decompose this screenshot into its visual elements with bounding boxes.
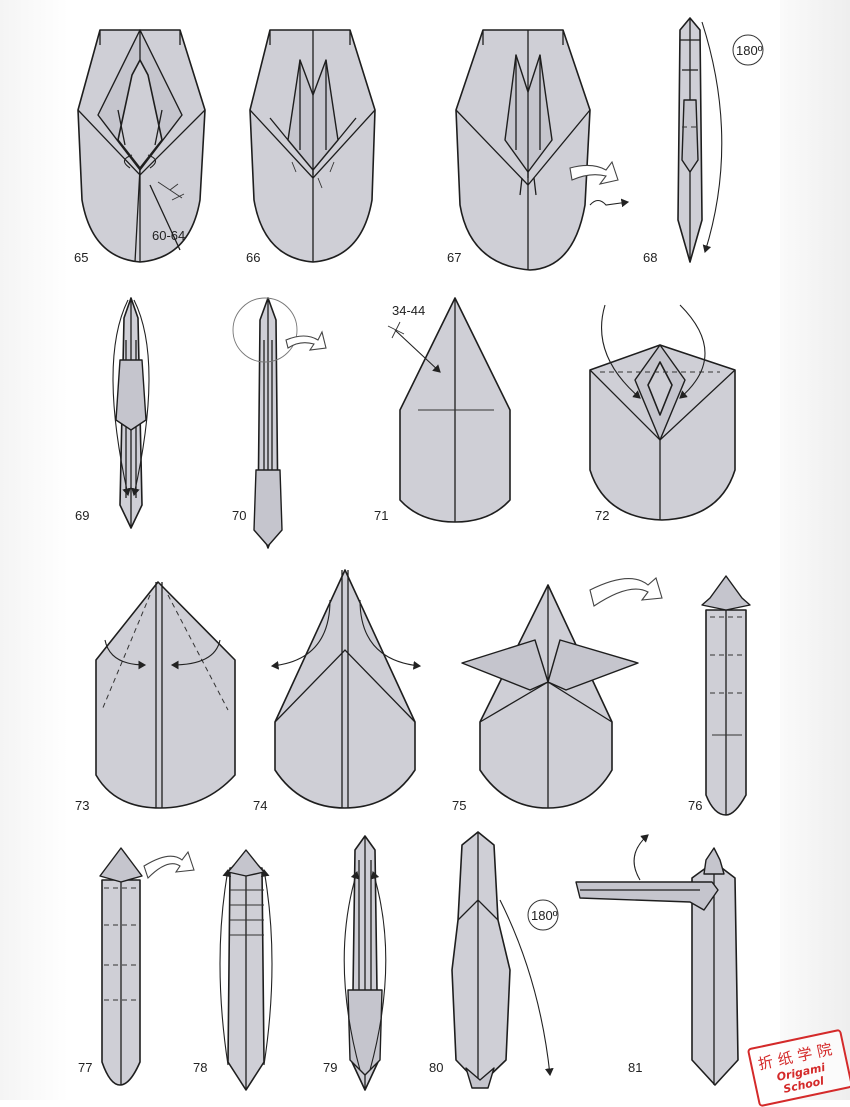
step-74-diagram <box>272 570 420 808</box>
step-68-number: 68 <box>643 250 657 265</box>
step-77-diagram <box>100 848 194 1085</box>
step-73-number: 73 <box>75 798 89 813</box>
step-71-diagram <box>388 298 510 522</box>
step-76-number: 76 <box>688 798 702 813</box>
step-71-number: 71 <box>374 508 388 523</box>
step-75-diagram <box>462 585 638 808</box>
step-72-number: 72 <box>595 508 609 523</box>
step-69-number: 69 <box>75 508 89 523</box>
step-80-diagram <box>452 832 558 1088</box>
step-67-diagram <box>456 30 628 270</box>
step-76-diagram <box>590 576 750 815</box>
step-77-number: 77 <box>78 1060 92 1075</box>
step-65-reference: 60-64 <box>152 228 185 243</box>
step-70-number: 70 <box>232 508 246 523</box>
step-78-number: 78 <box>193 1060 207 1075</box>
step-79-number: 79 <box>323 1060 337 1075</box>
step-65-diagram <box>78 30 205 262</box>
step-74-number: 74 <box>253 798 267 813</box>
step-81-diagram <box>576 835 738 1085</box>
step-70-diagram <box>233 298 326 548</box>
step-66-number: 66 <box>246 250 260 265</box>
step-67-number: 67 <box>447 250 461 265</box>
step-65-number: 65 <box>74 250 88 265</box>
step-78-diagram <box>220 850 272 1090</box>
step-80-rotation-label: 180º <box>531 908 558 923</box>
step-81-number: 81 <box>628 1060 642 1075</box>
step-75-number: 75 <box>452 798 466 813</box>
step-79-diagram <box>344 836 386 1090</box>
step-66-diagram <box>250 30 375 262</box>
step-80-number: 80 <box>429 1060 443 1075</box>
step-73-diagram <box>96 582 235 808</box>
step-69-diagram <box>113 298 149 528</box>
step-71-reference: 34-44 <box>392 303 425 318</box>
step-68-rotation-label: 180º <box>736 43 763 58</box>
step-72-diagram <box>590 305 735 520</box>
